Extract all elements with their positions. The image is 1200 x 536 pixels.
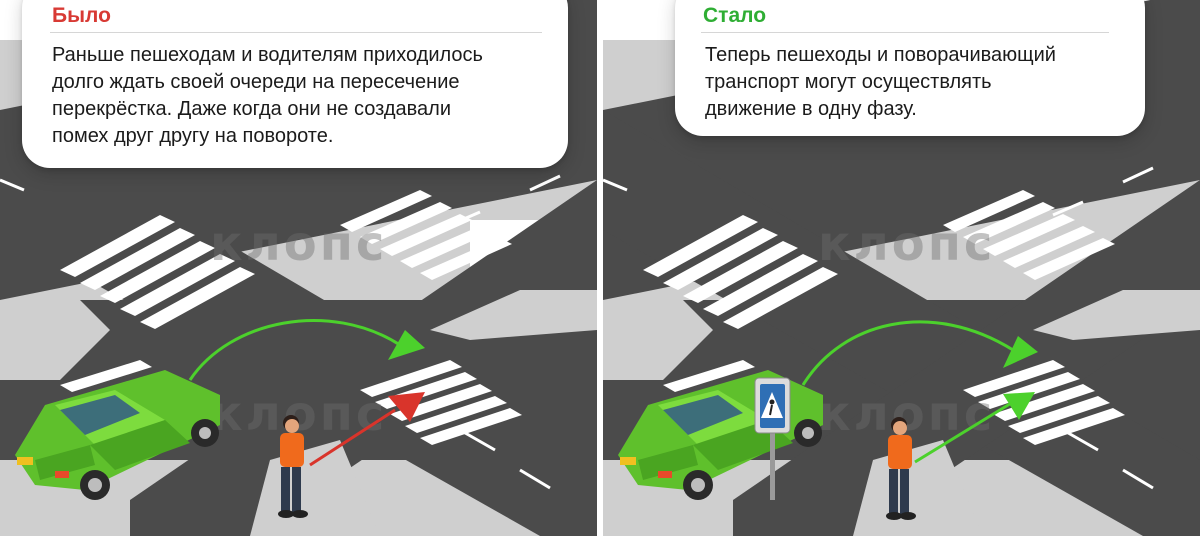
card-description: Раньше пешеходам и водителям приходилось… <box>52 44 483 147</box>
card-divider <box>50 32 542 33</box>
watermark-bottom: клопс <box>818 386 995 442</box>
car <box>15 370 220 500</box>
card-divider <box>701 32 1109 33</box>
info-card-after: Стало Теперь пешеходы и поворачивающий т… <box>675 0 1145 136</box>
pedestrian <box>278 415 308 518</box>
pedestrian <box>886 417 916 520</box>
panel-after: клопс клопс <box>603 0 1200 536</box>
card-description: Теперь пешеходы и поворачивающий транспо… <box>705 44 1056 120</box>
info-card-before: Было Раньше пешеходам и водителям приход… <box>22 0 568 168</box>
pedestrian-arrow-head <box>388 392 425 422</box>
pedestrian-arrow <box>309 408 396 467</box>
pedestrian-crossing-sign-icon <box>754 377 791 500</box>
card-heading: Было <box>52 4 111 27</box>
turn-arrow-head <box>1003 336 1038 368</box>
pedestrian-arrow-head <box>1003 392 1035 420</box>
watermark-top: клопс <box>210 216 387 272</box>
turn-arrow-head <box>388 330 425 360</box>
turn-arrow <box>188 319 401 381</box>
panel-before: клопс клопс <box>0 0 597 536</box>
turn-arrow <box>801 320 1014 386</box>
panel-divider <box>597 0 603 536</box>
pedestrian-arrow <box>914 400 1014 464</box>
watermark-top: клопс <box>818 216 995 272</box>
watermark-bottom: клопс <box>210 386 387 442</box>
card-heading: Стало <box>703 4 767 27</box>
